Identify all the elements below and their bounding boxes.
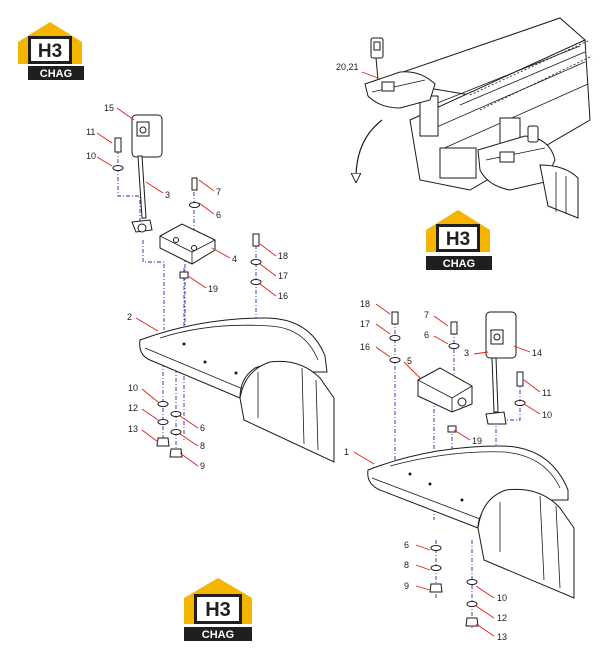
- callout-left-11: 2: [127, 312, 132, 322]
- callout-right-16: 12: [497, 613, 507, 623]
- callout-right-7: 5: [407, 356, 412, 366]
- callout-right-13: 8: [404, 560, 409, 570]
- callout-left-4: 7: [216, 187, 221, 197]
- callout-right-9: 10: [542, 410, 552, 420]
- mud-flap-left: [239, 360, 335, 463]
- callout-left-7: 18: [278, 251, 288, 261]
- left-mudguard-assembly: 15 11 10 3 7 6 4 18 17 19 16 2 10 12 13 …: [86, 103, 335, 471]
- callout-right-1: 17: [360, 319, 370, 329]
- callout-left-15: 6: [200, 423, 205, 433]
- logo-letters: H3: [38, 41, 62, 62]
- callout-inset-0: 20,21: [336, 62, 359, 72]
- callout-left-6: 4: [232, 254, 237, 264]
- logo-subtitle: CHAG: [443, 258, 475, 270]
- logo-letters: H3: [205, 599, 231, 621]
- brand-logo-bottom-center: H3 CHAG: [184, 578, 252, 641]
- callout-left-3: 3: [165, 190, 170, 200]
- callout-right-14: 9: [404, 581, 409, 591]
- callout-right-10: 19: [472, 436, 482, 446]
- callout-right-5: 3: [464, 348, 469, 358]
- callout-left-12: 10: [128, 383, 138, 393]
- callout-left-8: 17: [278, 271, 288, 281]
- pointer-arrow: [356, 119, 383, 178]
- callout-left-2: 10: [86, 151, 96, 161]
- callout-right-12: 6: [404, 540, 409, 550]
- logo-subtitle: CHAG: [40, 68, 72, 80]
- callout-left-10: 16: [278, 291, 288, 301]
- callout-left-17: 9: [200, 461, 205, 471]
- callout-left-1: 11: [86, 127, 95, 137]
- inset-mudguard-left: [364, 71, 436, 109]
- callout-left-5: 6: [216, 210, 221, 220]
- mud-flap-right: [477, 488, 575, 599]
- logo-letters: H3: [446, 229, 470, 250]
- vehicle-frame-inset: 20,21: [336, 17, 593, 219]
- mirror-arm-right: [491, 357, 499, 413]
- callout-right-2: 16: [360, 342, 370, 352]
- callout-right-11: 1: [344, 447, 349, 457]
- callout-right-8: 11: [542, 388, 551, 398]
- right-mudguard-assembly: 18 17 16 7 6 3 14 5 11 10 19 1 6 8 9 10 …: [344, 299, 575, 642]
- callout-right-0: 18: [360, 299, 370, 309]
- callout-left-14: 13: [128, 424, 138, 434]
- callout-right-15: 10: [497, 593, 507, 603]
- brand-logo-top-left: H3 CHAG: [18, 22, 84, 80]
- callout-left-13: 12: [128, 403, 138, 413]
- brand-logo-middle-right: H3 CHAG: [426, 210, 492, 270]
- callout-right-3: 7: [424, 310, 429, 320]
- callout-left-9: 19: [208, 284, 218, 294]
- callout-right-6: 14: [532, 348, 542, 358]
- callout-right-17: 13: [497, 632, 507, 642]
- callout-right-4: 6: [424, 330, 429, 340]
- logo-subtitle: CHAG: [202, 629, 234, 641]
- callout-left-0: 15: [104, 103, 114, 113]
- callout-left-16: 8: [200, 441, 205, 451]
- mirror-arm: [137, 155, 147, 219]
